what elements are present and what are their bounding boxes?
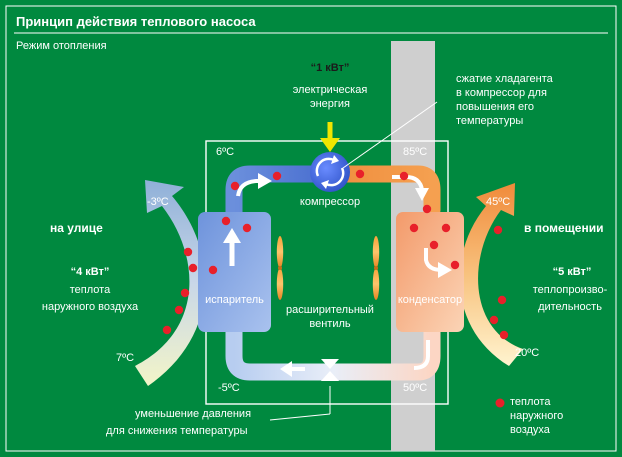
power-arrow-icon — [320, 138, 340, 152]
condenser-down-arrow-icon — [438, 262, 452, 278]
flow-arrow-icon — [258, 173, 272, 189]
power-caption-line2: энергия — [309, 98, 351, 110]
legend-line2: наружного — [510, 410, 564, 422]
expansion-valve-icon — [321, 359, 339, 369]
leader-line — [342, 101, 438, 169]
condenser — [396, 212, 464, 332]
legend-line1: теплота — [510, 396, 551, 408]
fan-hub — [374, 266, 378, 270]
heat-dots — [162, 169, 509, 408]
compressor-rotation-icon — [321, 180, 329, 189]
heat-dot — [450, 260, 460, 270]
legend-line3: воздуха — [510, 424, 550, 436]
heat-dot — [242, 223, 252, 233]
valve-label-line1: расширительный — [286, 304, 374, 316]
outside-temp-out: -3ºC — [147, 196, 169, 208]
outdoor-air-arrow — [135, 180, 206, 386]
flow-arrow-icon — [280, 361, 292, 377]
compressor-note-line3: повышения его — [456, 101, 535, 113]
fan-icon — [372, 268, 380, 300]
pressure-note-line1: уменьшение давления — [135, 408, 252, 420]
condenser-label: конденсатор — [397, 294, 463, 306]
heat-dot — [489, 315, 499, 325]
compressor-label: компрессор — [299, 196, 361, 208]
compressor-rotation-icon — [315, 157, 335, 177]
compressor-note-line2: в компрессор для — [456, 87, 547, 99]
outside-caption-line2: наружного воздуха — [41, 301, 139, 313]
heat-dot — [272, 171, 282, 181]
heat-dot — [230, 181, 240, 191]
evaporator-up-arrow-icon — [223, 228, 241, 243]
outside-value: “4 кВт” — [70, 266, 110, 278]
heat-dot — [208, 265, 218, 275]
temp-top-right: 85ºC — [403, 146, 428, 158]
outside-caption-line1: теплота — [69, 284, 111, 296]
temp-bottom-right: 50ºC — [403, 382, 428, 394]
indoor-air-arrow — [459, 183, 523, 366]
outside-temp-in: 7ºC — [116, 352, 135, 364]
diagram-title: Принцип действия теплового насоса — [16, 14, 256, 29]
heat-dot — [441, 223, 451, 233]
pipe-bottom — [225, 321, 441, 381]
fan-icon — [276, 268, 284, 300]
inside-heading: в помещении — [524, 221, 604, 235]
compressor-note-line4: температуры — [456, 115, 524, 127]
compressor-rotation-icon — [331, 155, 339, 164]
fan-icon — [276, 236, 284, 268]
heat-dot — [162, 325, 172, 335]
inside-temp-in: 20ºC — [515, 347, 540, 359]
pressure-note-line2: для снижения температуры — [106, 425, 248, 437]
outside-heading: на улице — [50, 221, 103, 235]
compressor-note-line1: сжатие хладагента — [456, 73, 553, 85]
fan-icon — [372, 236, 380, 268]
heat-dot — [409, 223, 419, 233]
heat-dot — [499, 330, 509, 340]
compressor-rotation-icon — [325, 167, 345, 187]
power-value: “1 кВт” — [310, 62, 350, 74]
flow-arrow-icon — [415, 188, 429, 201]
inside-caption-line1: теплопроизво- — [532, 284, 608, 296]
heat-dot — [180, 288, 190, 298]
evaporator — [198, 212, 271, 332]
heat-dot — [355, 169, 365, 179]
mode-label: Режим отопления — [16, 40, 107, 52]
inside-temp-out: 45ºC — [486, 196, 511, 208]
heat-dot — [221, 216, 231, 226]
fan-hub — [278, 266, 282, 270]
heat-dot — [174, 305, 184, 315]
evaporator-label: испаритель — [205, 294, 264, 306]
valve-label-line2: вентиль — [309, 318, 351, 330]
heat-dot — [422, 204, 432, 214]
temp-top-left: 6ºC — [216, 146, 235, 158]
flow-arrow-icon — [413, 340, 430, 370]
temp-bottom-left: -5ºC — [218, 382, 240, 394]
leader-line — [269, 413, 331, 421]
heat-dot — [497, 295, 507, 305]
heat-dot — [493, 225, 503, 235]
legend-dot — [495, 398, 505, 408]
power-caption-line1: электрическая — [292, 84, 368, 96]
flow-arrow-icon — [236, 179, 262, 197]
heat-dot — [183, 247, 193, 257]
heat-dot — [429, 240, 439, 250]
heat-dot — [399, 171, 409, 181]
frame-border — [5, 5, 617, 452]
inside-value: “5 кВт” — [552, 266, 592, 278]
heat-dot — [188, 263, 198, 273]
inside-caption-line2: дительность — [538, 301, 602, 313]
expansion-valve-icon — [321, 371, 339, 381]
